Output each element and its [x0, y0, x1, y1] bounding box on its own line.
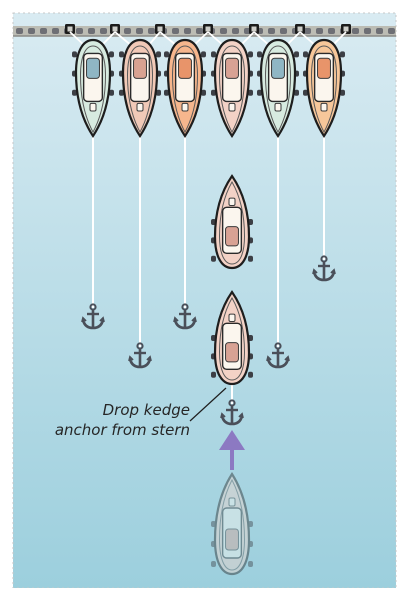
boat-hatch: [137, 103, 143, 111]
boat-hatch: [229, 498, 235, 506]
fender-icon: [364, 28, 371, 34]
fender-icon: [40, 28, 47, 34]
fender-icon: [248, 51, 253, 57]
fender-icon: [257, 51, 262, 57]
fender-icon: [88, 28, 95, 34]
boat-cockpit: [226, 343, 239, 362]
fender-icon: [352, 28, 359, 34]
fender-icon: [232, 28, 239, 34]
fender-icon: [109, 51, 114, 57]
fender-icon: [164, 51, 169, 57]
boat-cockpit: [272, 58, 285, 78]
boat-hatch: [229, 198, 235, 205]
boat-cockpit: [179, 58, 192, 78]
fender-icon: [220, 28, 227, 34]
fender-icon: [294, 51, 299, 57]
fender-icon: [156, 51, 161, 57]
fender-icon: [119, 51, 124, 57]
fender-icon: [303, 51, 308, 57]
fender-icon: [211, 256, 216, 262]
boat-hatch: [229, 103, 235, 111]
fender-icon: [328, 28, 335, 34]
boat-hatch: [90, 103, 96, 111]
fender-icon: [316, 28, 323, 34]
fender-icon: [304, 28, 311, 34]
fender-icon: [148, 28, 155, 34]
caption-line-1: Drop kedge: [40, 400, 190, 420]
fender-icon: [136, 28, 143, 34]
boat-cockpit: [134, 58, 147, 78]
fender-icon: [388, 28, 395, 34]
fender-icon: [248, 372, 253, 378]
fender-icon: [52, 28, 59, 34]
caption: Drop kedge anchor from stern: [40, 400, 190, 440]
fender-icon: [211, 372, 216, 378]
boat-cockpit: [318, 58, 331, 78]
fender-icon: [172, 28, 179, 34]
fender-icon: [28, 28, 35, 34]
fender-icon: [76, 28, 83, 34]
caption-line-2: anchor from stern: [40, 420, 190, 440]
fender-icon: [248, 256, 253, 262]
fender-icon: [196, 28, 203, 34]
fender-icon: [184, 28, 191, 34]
boat-hatch: [182, 103, 188, 111]
boat-hatch: [321, 103, 327, 111]
boat-hatch: [229, 314, 235, 321]
fender-icon: [248, 561, 253, 567]
fender-icon: [280, 28, 287, 34]
boat-cockpit: [87, 58, 100, 78]
fender-icon: [100, 28, 107, 34]
fender-icon: [16, 28, 23, 34]
fender-icon: [201, 51, 206, 57]
boat-cockpit: [226, 529, 239, 550]
fender-icon: [124, 28, 131, 34]
fender-icon: [72, 51, 77, 57]
fender-icon: [268, 28, 275, 34]
boat-cockpit: [226, 227, 239, 246]
boat-cockpit: [226, 58, 239, 78]
fender-icon: [376, 28, 383, 34]
fender-icon: [211, 561, 216, 567]
fender-icon: [211, 51, 216, 57]
boat-hatch: [275, 103, 281, 111]
fender-icon: [340, 51, 345, 57]
